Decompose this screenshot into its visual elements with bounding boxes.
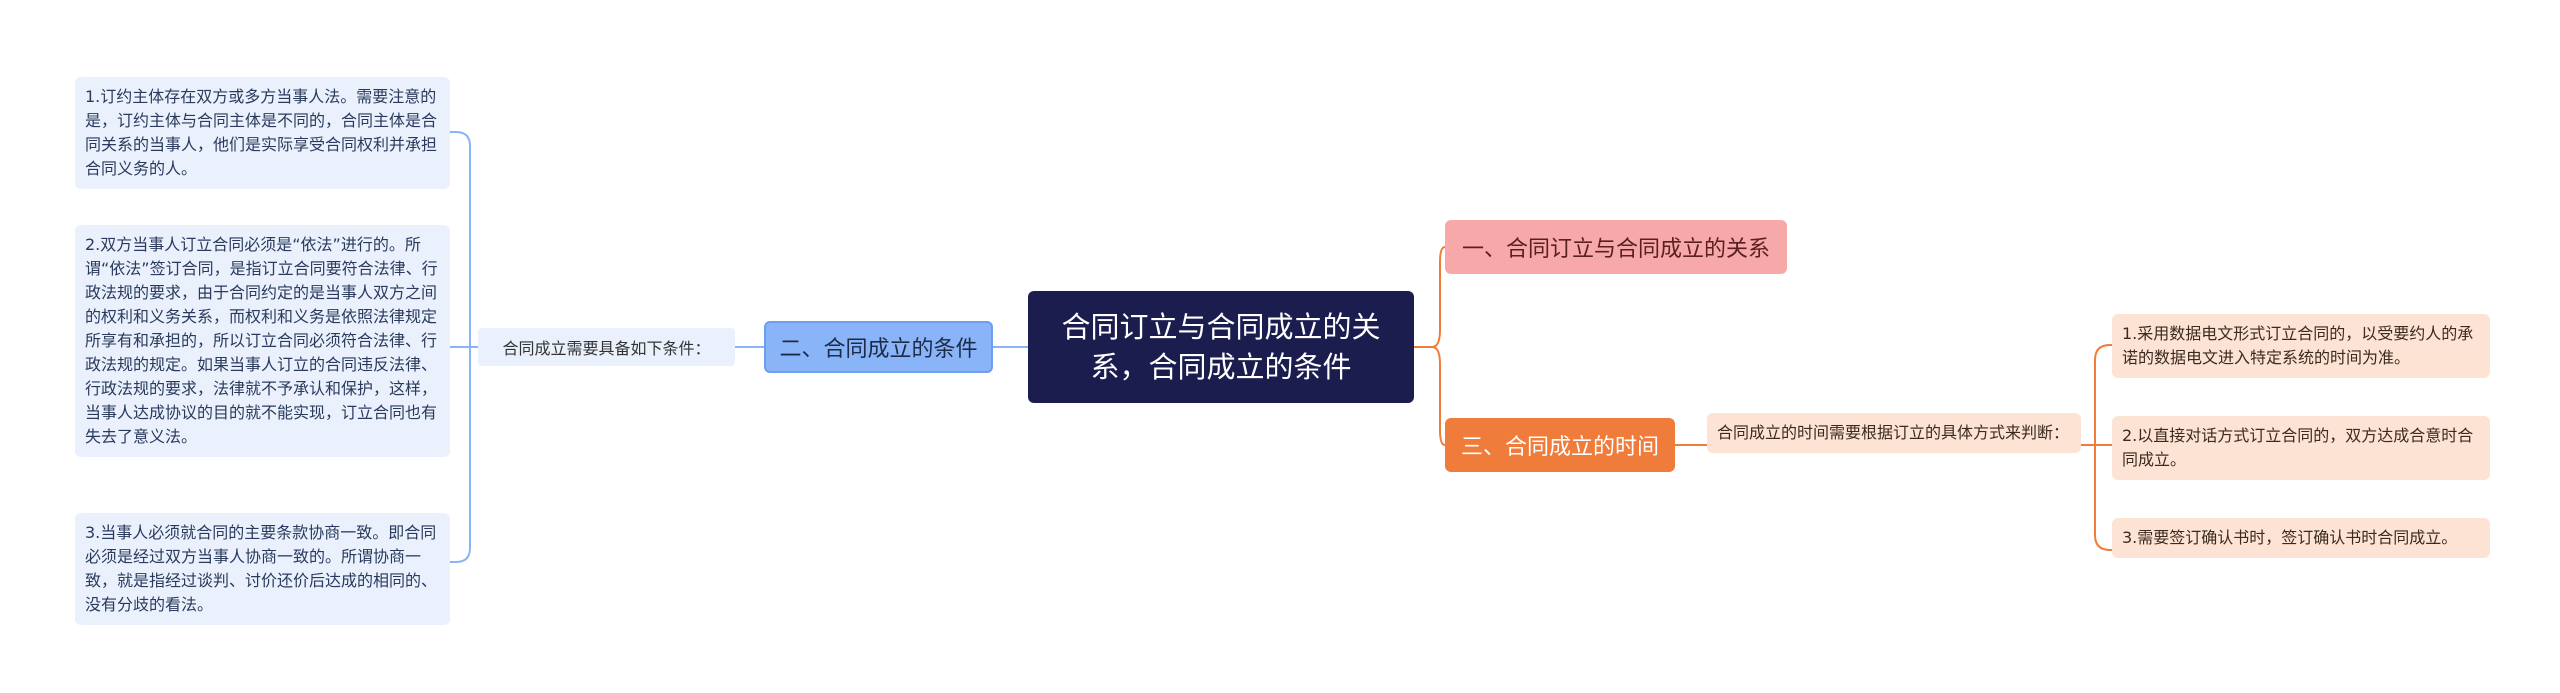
- time-summary[interactable]: 合同成立的时间需要根据订立的具体方式来判断：: [1707, 413, 2081, 453]
- conditions-item-2[interactable]: 2.双方当事人订立合同必须是“依法”进行的。所谓“依法”签订合同，是指订立合同要…: [75, 225, 450, 457]
- link-summary-items: [450, 131, 478, 563]
- branch-conditions[interactable]: 二、合同成立的条件: [764, 321, 993, 373]
- link-root-time: [1414, 346, 1446, 446]
- branch-relation[interactable]: 一、合同订立与合同成立的关系: [1445, 220, 1787, 274]
- time-item-1-text: 1.采用数据电文形式订立合同的，以受要约人的承诺的数据电文进入特定系统的时间为准…: [2122, 324, 2474, 367]
- time-item-2[interactable]: 2.以直接对话方式订立合同的，双方达成合意时合同成立。: [2112, 416, 2490, 480]
- link-root-relation: [1414, 246, 1446, 348]
- conditions-item-3-text: 3.当事人必须就合同的主要条款协商一致。即合同必须是经过双方当事人协商一致的。所…: [85, 523, 438, 614]
- conditions-summary[interactable]: 合同成立需要具备如下条件：: [478, 328, 735, 366]
- link-time-items: [2081, 344, 2112, 551]
- time-item-3[interactable]: 3.需要签订确认书时，签订确认书时合同成立。: [2112, 518, 2490, 558]
- time-summary-text: 合同成立的时间需要根据订立的具体方式来判断：: [1717, 423, 2070, 442]
- branch-time[interactable]: 三、合同成立的时间: [1445, 418, 1675, 472]
- branch-conditions-label: 二、合同成立的条件: [779, 337, 978, 362]
- root-topic-title: 合同订立与合同成立的关系，合同成立的条件: [1061, 310, 1381, 384]
- branch-relation-label: 一、合同订立与合同成立的关系: [1461, 237, 1770, 262]
- branch-time-label: 三、合同成立的时间: [1460, 435, 1659, 460]
- time-item-2-text: 2.以直接对话方式订立合同的，双方达成合意时合同成立。: [2122, 426, 2474, 469]
- conditions-summary-text: 合同成立需要具备如下条件：: [502, 339, 711, 358]
- time-item-1[interactable]: 1.采用数据电文形式订立合同的，以受要约人的承诺的数据电文进入特定系统的时间为准…: [2112, 314, 2490, 378]
- conditions-item-2-text: 2.双方当事人订立合同必须是“依法”进行的。所谓“依法”签订合同，是指订立合同要…: [85, 235, 438, 446]
- conditions-item-3[interactable]: 3.当事人必须就合同的主要条款协商一致。即合同必须是经过双方当事人协商一致的。所…: [75, 513, 450, 625]
- time-item-3-text: 3.需要签订确认书时，签订确认书时合同成立。: [2122, 528, 2458, 547]
- root-topic[interactable]: 合同订立与合同成立的关系，合同成立的条件: [1028, 291, 1414, 403]
- conditions-item-1-text: 1.订约主体存在双方或多方当事人法。需要注意的是，订约主体与合同主体是不同的，合…: [85, 87, 438, 178]
- conditions-item-1[interactable]: 1.订约主体存在双方或多方当事人法。需要注意的是，订约主体与合同主体是不同的，合…: [75, 77, 450, 189]
